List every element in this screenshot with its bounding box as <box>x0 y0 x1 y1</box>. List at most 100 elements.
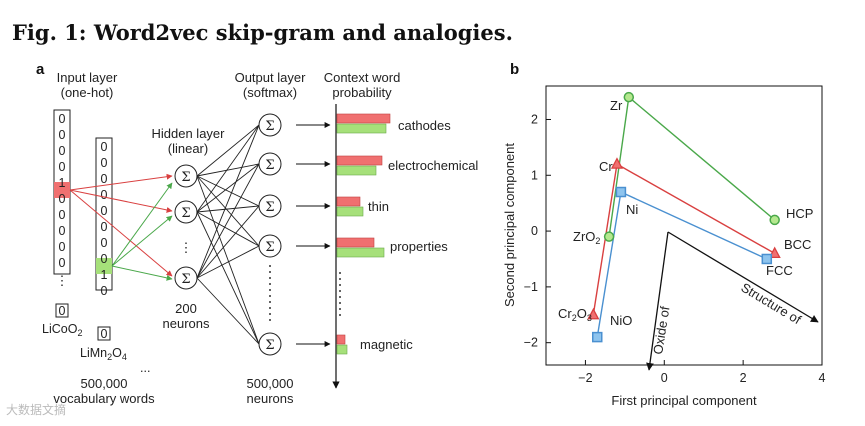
vocab-label: vocabulary words <box>53 391 155 406</box>
hidden-output-edge-6 <box>196 163 260 213</box>
output-neuron-4: Σ <box>265 240 274 255</box>
marker-circle-0-1 <box>603 231 615 242</box>
hidden-output-edge-7 <box>196 205 260 213</box>
marker-square-2-0 <box>615 186 627 198</box>
hidden-output-edge-3 <box>196 175 260 247</box>
output-neuron-2: Σ <box>265 158 274 173</box>
x-tick-label-0: 0 <box>661 371 668 385</box>
bar-magnetic-green <box>336 344 348 355</box>
context-word-magnetic: magnetic <box>360 337 413 352</box>
word-list-ellipsis: ... <box>140 361 150 375</box>
y-tick-label-0: 0 <box>531 224 538 238</box>
active-bit-red <box>54 182 70 198</box>
hidden-output-edge-12 <box>196 205 260 279</box>
hidden-output-edge-10 <box>196 124 260 279</box>
arrow-label-oxide: Oxide of <box>650 305 672 356</box>
x-tick-label-2: 2 <box>740 371 747 385</box>
y-axis-label: Second principal component <box>502 143 517 307</box>
series-2-link-0-1 <box>596 191 622 338</box>
bar-cathodes-green <box>336 123 387 134</box>
bar-magnetic-red <box>336 334 346 345</box>
hidden-output-edge-1 <box>196 163 260 177</box>
arrow-label-structure: Structure of <box>738 280 804 328</box>
hidden-neuron-2: Σ <box>181 206 190 221</box>
series-1-link-0-2 <box>616 163 776 255</box>
y-tick-label-2: 2 <box>531 112 538 126</box>
vector2-bit-7: 0 <box>101 252 108 266</box>
series-2-link-0-2 <box>620 191 768 260</box>
plot-frame <box>545 85 823 366</box>
probability-bars <box>336 113 391 355</box>
point-label-zr: Zr <box>610 98 623 113</box>
x-axis-label: First principal component <box>611 393 757 408</box>
context-word-cathodes: cathodes <box>398 118 451 133</box>
marker-triangle-1-1 <box>587 307 600 320</box>
input-connections <box>69 173 173 281</box>
word-vector-zero-2: 0 <box>101 327 108 341</box>
hidden-output-edge-13 <box>196 245 260 279</box>
word-vector-zero-1: 0 <box>59 304 66 318</box>
vector1-bit-5: 0 <box>59 192 66 206</box>
y-tick-label-1: 1 <box>531 168 538 182</box>
hidden-output-edge-11 <box>196 163 260 279</box>
input-layer-sublabel: (one-hot) <box>61 85 114 100</box>
y-tick-label--2: −2 <box>524 336 538 350</box>
panel-label-a: a <box>36 61 45 78</box>
bar-thin-green <box>336 206 364 217</box>
figure-title: Fig. 1: Word2vec skip-gram and analogies… <box>12 20 513 45</box>
point-label-hcp: HCP <box>786 206 813 221</box>
point-label-cr2o3: Cr2O3 <box>558 306 592 323</box>
output-arrows <box>296 122 331 347</box>
vector2-bit-5: 0 <box>101 220 108 234</box>
active-bit-green <box>96 258 112 274</box>
point-label-ni: Ni <box>626 202 638 217</box>
point-label-fcc: FCC <box>766 263 793 278</box>
marker-triangle-1-0 <box>610 157 624 169</box>
hidden-output-edge-0 <box>196 124 260 177</box>
bar-properties-green <box>336 247 385 258</box>
hidden-output-connections <box>196 124 260 345</box>
output-neurons: Σ Σ Σ Σ Σ <box>258 113 282 356</box>
hidden-neuron-1: Σ <box>181 170 190 185</box>
vector1-bit-1: 0 <box>59 128 66 142</box>
series-0-link-0-2 <box>628 96 776 221</box>
context-word-properties: properties <box>390 239 448 254</box>
vector1-bit-0: 0 <box>59 112 66 126</box>
vector1-bit-8: 0 <box>59 240 66 254</box>
output-count-label: neurons <box>247 391 294 406</box>
point-label-bcc: BCC <box>784 237 811 252</box>
hidden-layer-label: Hidden layer <box>152 126 226 141</box>
bar-thin-red <box>336 196 361 207</box>
output-neuron-1: Σ <box>265 119 274 134</box>
marker-square-2-2 <box>761 253 773 265</box>
word-licoo2: LiCoO2 <box>42 322 82 338</box>
vector2-bit-3: 0 <box>101 188 108 202</box>
input-layer-label: Input layer <box>57 70 118 85</box>
point-label-nio: NiO <box>610 313 632 328</box>
marker-circle-0-0 <box>623 91 635 103</box>
analogy-arrows <box>646 231 819 371</box>
context-word-electrochemical: electrochemical <box>388 158 478 173</box>
bar-properties-red <box>336 237 375 248</box>
context-prob-label: Context word <box>324 70 401 85</box>
hidden-neuron-3: Σ <box>181 272 190 287</box>
y-tick-label--1: −1 <box>524 280 538 294</box>
hidden-output-edge-2 <box>196 175 260 207</box>
vector2-bit-2: 0 <box>101 172 108 186</box>
x-tick-label-4: 4 <box>819 371 826 385</box>
structure-arrow <box>667 231 819 323</box>
oxide-arrow <box>646 231 669 371</box>
marker-square-2-1 <box>592 331 603 343</box>
bar-electrochemical-green <box>336 165 377 176</box>
point-label-zro2: ZrO2 <box>573 229 600 246</box>
vector1-bit-3: 0 <box>59 160 66 174</box>
panel-label-b: b <box>510 61 519 78</box>
hidden-output-edge-8 <box>196 211 260 247</box>
output-count: 500,000 <box>247 376 294 391</box>
panel-a: Input layer (one-hot) Hidden layer (line… <box>42 70 478 406</box>
vector2-bit-8: 1 <box>101 268 108 282</box>
vector2-bit-4: 0 <box>101 204 108 218</box>
vector2-bit-6: 0 <box>101 236 108 250</box>
point-label-cr: Cr <box>599 159 613 174</box>
